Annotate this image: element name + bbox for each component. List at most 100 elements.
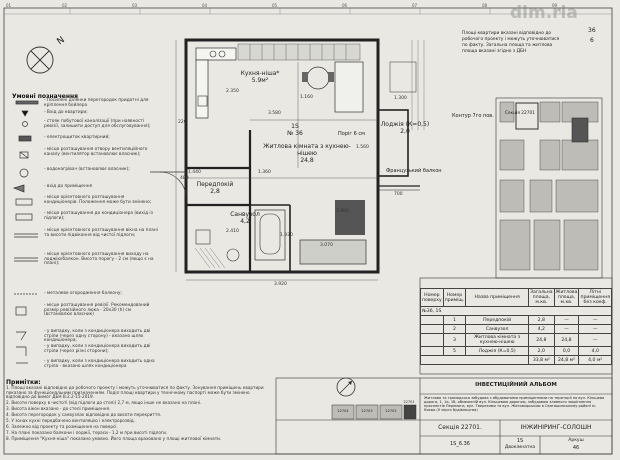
legend-item: - місце орієнтовного розташування кондиц… xyxy=(44,195,152,205)
table-cell: Санвузол xyxy=(465,324,530,334)
sheet-number: 46 xyxy=(572,445,580,451)
table-header: Загальна площа, м.кв. xyxy=(528,288,555,307)
table-cell xyxy=(420,346,444,356)
table-row: 2 Санвузол 4,2 — — xyxy=(420,324,612,334)
note-item: 6. Залежно від проекту та розміщення на … xyxy=(6,424,118,429)
sheet-label: Аркуш xyxy=(568,438,584,443)
watermark: dim.ria xyxy=(510,3,578,23)
col-label: 08 xyxy=(482,3,488,8)
room-name: Передпокій xyxy=(196,181,234,188)
room-label-living: Житлова кімната з кухнею-нішею 24,8 xyxy=(262,143,352,165)
table-header: Літні приміщення без коеф. xyxy=(578,288,612,307)
table-header-row: Номер поверху Номер приміщ. Назва приміщ… xyxy=(420,288,612,307)
svg-text:N: N xyxy=(55,35,66,47)
table-cell: 0,0 xyxy=(553,346,580,356)
legend-item: - місце орієнтовного розташування виходу… xyxy=(44,252,154,267)
key-plan xyxy=(495,97,603,279)
dimension-label: 3.920 xyxy=(274,282,287,287)
north-arrow-icon-small xyxy=(336,377,356,397)
top-note-num: 36 xyxy=(588,27,596,34)
col-label: 03 xyxy=(132,3,138,8)
table-cell: Передпокій xyxy=(465,315,530,325)
apartment-number: № 36 xyxy=(287,129,303,137)
table-cell: 1 xyxy=(442,315,467,325)
table-cell: Житлова кімната з кухнею-нішею xyxy=(465,333,530,347)
table-cell xyxy=(420,315,444,325)
apartment-type: 1S xyxy=(516,438,524,444)
dimension-label: 700 xyxy=(394,192,403,197)
col-label: 07 xyxy=(412,3,418,8)
table-cell: — xyxy=(553,324,580,334)
legend-item: - водонагрівач (встановлює власник); xyxy=(44,167,130,172)
room-label-kitchen: Кухня-ніша* 5.9м² xyxy=(230,70,290,85)
table-cell: 2 xyxy=(442,324,467,334)
col-label: 06 xyxy=(342,3,348,8)
dimension-label: 3.580 xyxy=(268,111,281,116)
table-header: Номер приміщ. xyxy=(442,288,467,307)
door-sill-note: Поріг 6 см xyxy=(338,131,365,137)
table-total: 4,0 м² xyxy=(578,355,612,365)
note-item: 8. Приміщення "Кухня-ніша" показано умов… xyxy=(6,436,222,441)
room-name: Лоджія (К=0,5) xyxy=(380,121,430,128)
note-item: 7. На плані показано балкони і лоджії, т… xyxy=(6,430,168,435)
dimension-label: 1.440 xyxy=(188,170,201,175)
table-header: Назва приміщення xyxy=(465,288,530,307)
table-cell: — xyxy=(578,324,612,334)
dimension-label: 3.000 xyxy=(336,209,349,214)
room-area: 5.9м² xyxy=(251,76,269,84)
contour-label: Контур 7го пов. xyxy=(452,113,494,119)
top-note-line: по факту. Загальна площа та житлова xyxy=(462,43,553,48)
room-area: 4,2 xyxy=(240,217,250,225)
col-label: 02 xyxy=(62,3,68,8)
rooms-table: Номер поверху Номер приміщ. Назва приміщ… xyxy=(419,288,612,365)
room-label-hallway: Передпокій 2,8 xyxy=(190,181,240,196)
top-note-num: 6 xyxy=(590,37,594,44)
table-header: Номер поверху xyxy=(420,288,444,307)
legend-item: - Вхід до квартири; xyxy=(44,110,88,115)
table-row: 5 Лоджія (К=0,5) 2,0 0,0 4,0 xyxy=(420,346,612,356)
room-area: 2,0 xyxy=(400,127,410,135)
legend-item: - місце розташування до кондиціонера (ви… xyxy=(44,211,153,221)
legend-item: - місце розташування ревізії. Рекомендов… xyxy=(44,303,150,318)
table-row: 3 Житлова кімната з кухнею-нішею 24,8 24… xyxy=(420,333,612,347)
apartment-code: 1S xyxy=(291,123,299,130)
table-cell: 24,8 xyxy=(553,333,580,347)
mini-section: 22702 xyxy=(385,409,397,413)
dimension-label: 1.560 xyxy=(356,145,369,150)
table-cell: 2,8 xyxy=(528,315,555,325)
table-cell: 4,2 xyxy=(528,324,555,334)
legend-item: - металеве огородження балкону; xyxy=(44,291,122,296)
top-note-line: площа вказані згідно з ДБН xyxy=(462,49,527,54)
note-item: 2. Висоти поверху в чистоті (від підлоги… xyxy=(6,400,202,405)
room-name: Кухня-ніша* xyxy=(240,70,280,77)
dimension-label: 1.160 xyxy=(300,95,313,100)
note-item: 3. Висота вікон вказано - до стелі примі… xyxy=(6,406,111,411)
table-row: 1 Передпокій 2,8 — — xyxy=(420,315,612,325)
legend-title: Умовні позначення xyxy=(12,93,79,100)
note-item: 5. У зонах кухні передбачено вентиляцію … xyxy=(6,418,135,423)
mini-section: 22703 xyxy=(361,409,373,413)
table-cell: — xyxy=(578,333,612,347)
key-plan-section: Секція 22701 xyxy=(505,111,535,116)
project-description: Житлова та громадська забудова з вбудова… xyxy=(424,396,605,413)
legend-item: - місце орієнтовного розташування вікна … xyxy=(44,228,158,238)
table-group-row: №36, 1S xyxy=(420,306,612,316)
table-cell: 2,0 xyxy=(528,346,555,356)
table-cell: 24,8 xyxy=(528,333,555,347)
note-item: 4. Висота перегородок у санвузлах відпов… xyxy=(6,412,162,417)
legend-item: - електрощиток квартирний; xyxy=(44,135,110,140)
col-label: 01 xyxy=(6,3,12,8)
table-cell: 5 xyxy=(442,346,467,356)
dimension-label: 1.300 xyxy=(394,96,407,101)
table-cell: 4,0 xyxy=(578,346,612,356)
legend-item: - стояк побутової каналізації (при наявн… xyxy=(44,119,151,129)
dimension-label: 1.360 xyxy=(258,170,271,175)
notes-title: Примітки: xyxy=(6,379,41,386)
table-total: 33,8 м² xyxy=(528,355,555,365)
table-cell xyxy=(420,333,444,347)
room-area: 2,8 xyxy=(210,187,220,195)
legend-item: - місце розташування отвору вентиляційно… xyxy=(44,147,148,157)
dimension-label: 1.930 xyxy=(280,233,293,238)
room-area: 24,8 xyxy=(300,156,314,164)
